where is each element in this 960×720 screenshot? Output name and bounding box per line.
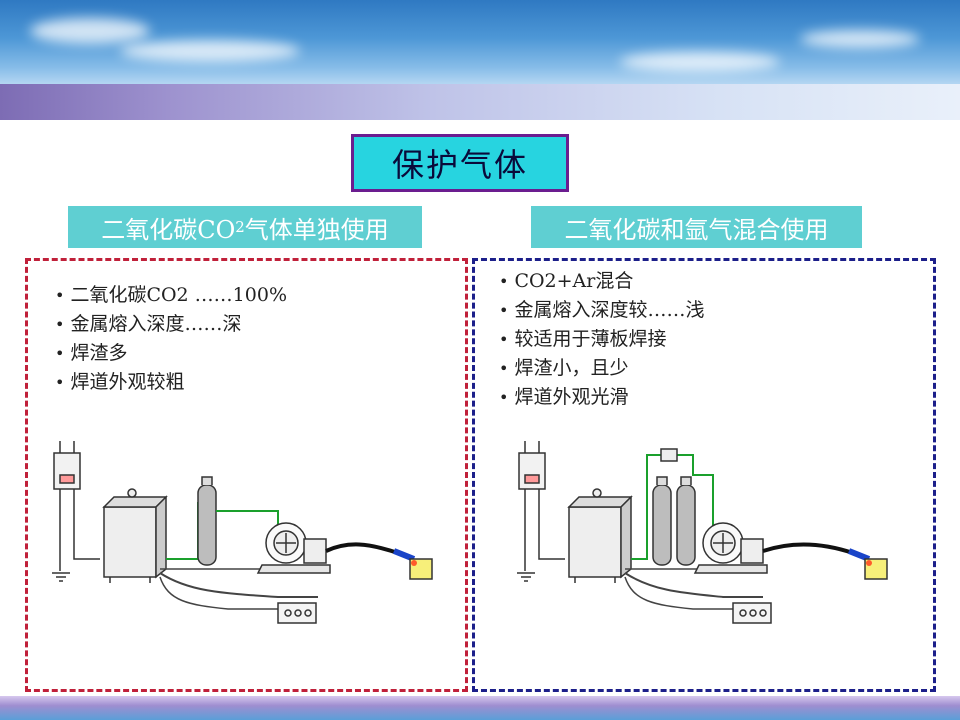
list-item: 金属熔入深度……深: [55, 310, 287, 339]
list-item: 焊渣小，且少: [499, 354, 704, 383]
list-item: 较适用于薄板焊接: [499, 325, 704, 354]
co2-gas-cylinder: [652, 484, 672, 566]
left-panel: 二氧化碳CO2 ……100% 金属熔入深度……深 焊渣多 焊道外观较粗: [25, 258, 468, 692]
right-bullet-list: CO2+Ar混合 金属熔入深度较……浅 较适用于薄板焊接 焊渣小，且少 焊道外观…: [499, 267, 704, 412]
slide-title: 保护气体: [351, 134, 569, 192]
list-item: 焊渣多: [55, 339, 287, 368]
header-gradient-band: [0, 84, 960, 120]
list-item: 焊道外观光滑: [499, 383, 704, 412]
footer-gradient-band: [0, 696, 960, 720]
right-heading: 二氧化碳和氩气混合使用: [531, 206, 862, 248]
electrical-switch-box: [518, 452, 546, 490]
list-item: CO2+Ar混合: [499, 267, 704, 296]
welding-power-source: [568, 506, 622, 578]
right-panel: CO2+Ar混合 金属熔入深度较……浅 较适用于薄板焊接 焊渣小，且少 焊道外观…: [472, 258, 936, 692]
header-sky-banner: [0, 0, 960, 84]
welding-power-source: [103, 506, 157, 578]
list-item: 二氧化碳CO2 ……100%: [55, 281, 287, 310]
argon-gas-cylinder: [676, 484, 696, 566]
remote-control-box: [277, 602, 317, 624]
co2-ar-welding-setup-diagram: [517, 441, 888, 624]
remote-control-box: [732, 602, 772, 624]
list-item: 金属熔入深度较……浅: [499, 296, 704, 325]
list-item: 焊道外观较粗: [55, 368, 287, 397]
co2-welding-setup-diagram: [52, 441, 433, 624]
co2-gas-cylinder: [197, 484, 217, 566]
left-bullet-list: 二氧化碳CO2 ……100% 金属熔入深度……深 焊渣多 焊道外观较粗: [55, 281, 287, 397]
